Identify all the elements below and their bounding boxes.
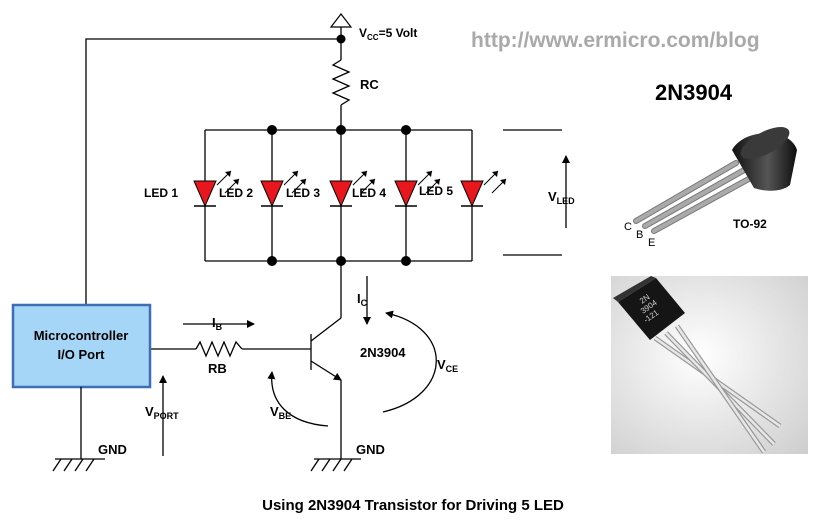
led-1-label: LED 1 bbox=[144, 186, 178, 200]
gnd-right-symbol bbox=[310, 458, 361, 472]
mcu-label-line1: Microcontroller bbox=[34, 328, 129, 343]
rb-label: RB bbox=[208, 361, 227, 376]
gnd-left-symbol bbox=[52, 458, 105, 472]
pin-e-label: E bbox=[648, 237, 655, 249]
led-2-symbol bbox=[260, 130, 307, 261]
led-5-label: LED 5 bbox=[419, 184, 453, 198]
led-3-label: LED 3 bbox=[286, 186, 320, 200]
led-4-label: LED 4 bbox=[352, 186, 386, 200]
vce-arrow bbox=[382, 310, 437, 413]
vce-label: VCE bbox=[437, 357, 458, 374]
rc-label: RC bbox=[360, 77, 379, 92]
transistor-label: 2N3904 bbox=[360, 345, 406, 360]
ib-label: IB bbox=[212, 315, 223, 332]
led-1-symbol bbox=[193, 130, 240, 261]
mcu-label-line2: I/O Port bbox=[58, 347, 106, 362]
led-2-label: LED 2 bbox=[219, 186, 253, 200]
microcontroller-box bbox=[11, 303, 152, 389]
led-4-symbol bbox=[394, 130, 441, 261]
transistor-photo: 2N 3904 -121 bbox=[611, 276, 808, 454]
resistor-rb bbox=[195, 340, 243, 358]
part-title: 2N3904 bbox=[655, 80, 733, 105]
resistor-rc bbox=[331, 59, 351, 106]
gnd-left-label: GND bbox=[98, 442, 127, 457]
to92-illustration bbox=[633, 127, 797, 234]
vbe-arrow bbox=[267, 371, 329, 427]
ic-label: IC bbox=[357, 291, 368, 308]
transistor-symbol bbox=[310, 317, 342, 381]
gnd-right-label: GND bbox=[356, 442, 385, 457]
pin-c-label: C bbox=[624, 221, 632, 233]
pin-b-label: B bbox=[636, 229, 643, 241]
vled-label: VLED bbox=[548, 189, 575, 206]
vcc-label: VCC=5 Volt bbox=[359, 26, 417, 42]
led-5-symbol bbox=[460, 130, 507, 261]
figure-caption: Using 2N3904 Transistor for Driving 5 LE… bbox=[262, 497, 564, 514]
led-3-symbol bbox=[329, 130, 376, 261]
url-watermark: http://www.ermicro.com/blog bbox=[471, 29, 760, 52]
wire-mcu-supply bbox=[85, 38, 341, 305]
vbe-label: VBE bbox=[270, 404, 291, 421]
vport-label: VPORT bbox=[145, 404, 179, 421]
package-label: TO-92 bbox=[733, 217, 767, 231]
